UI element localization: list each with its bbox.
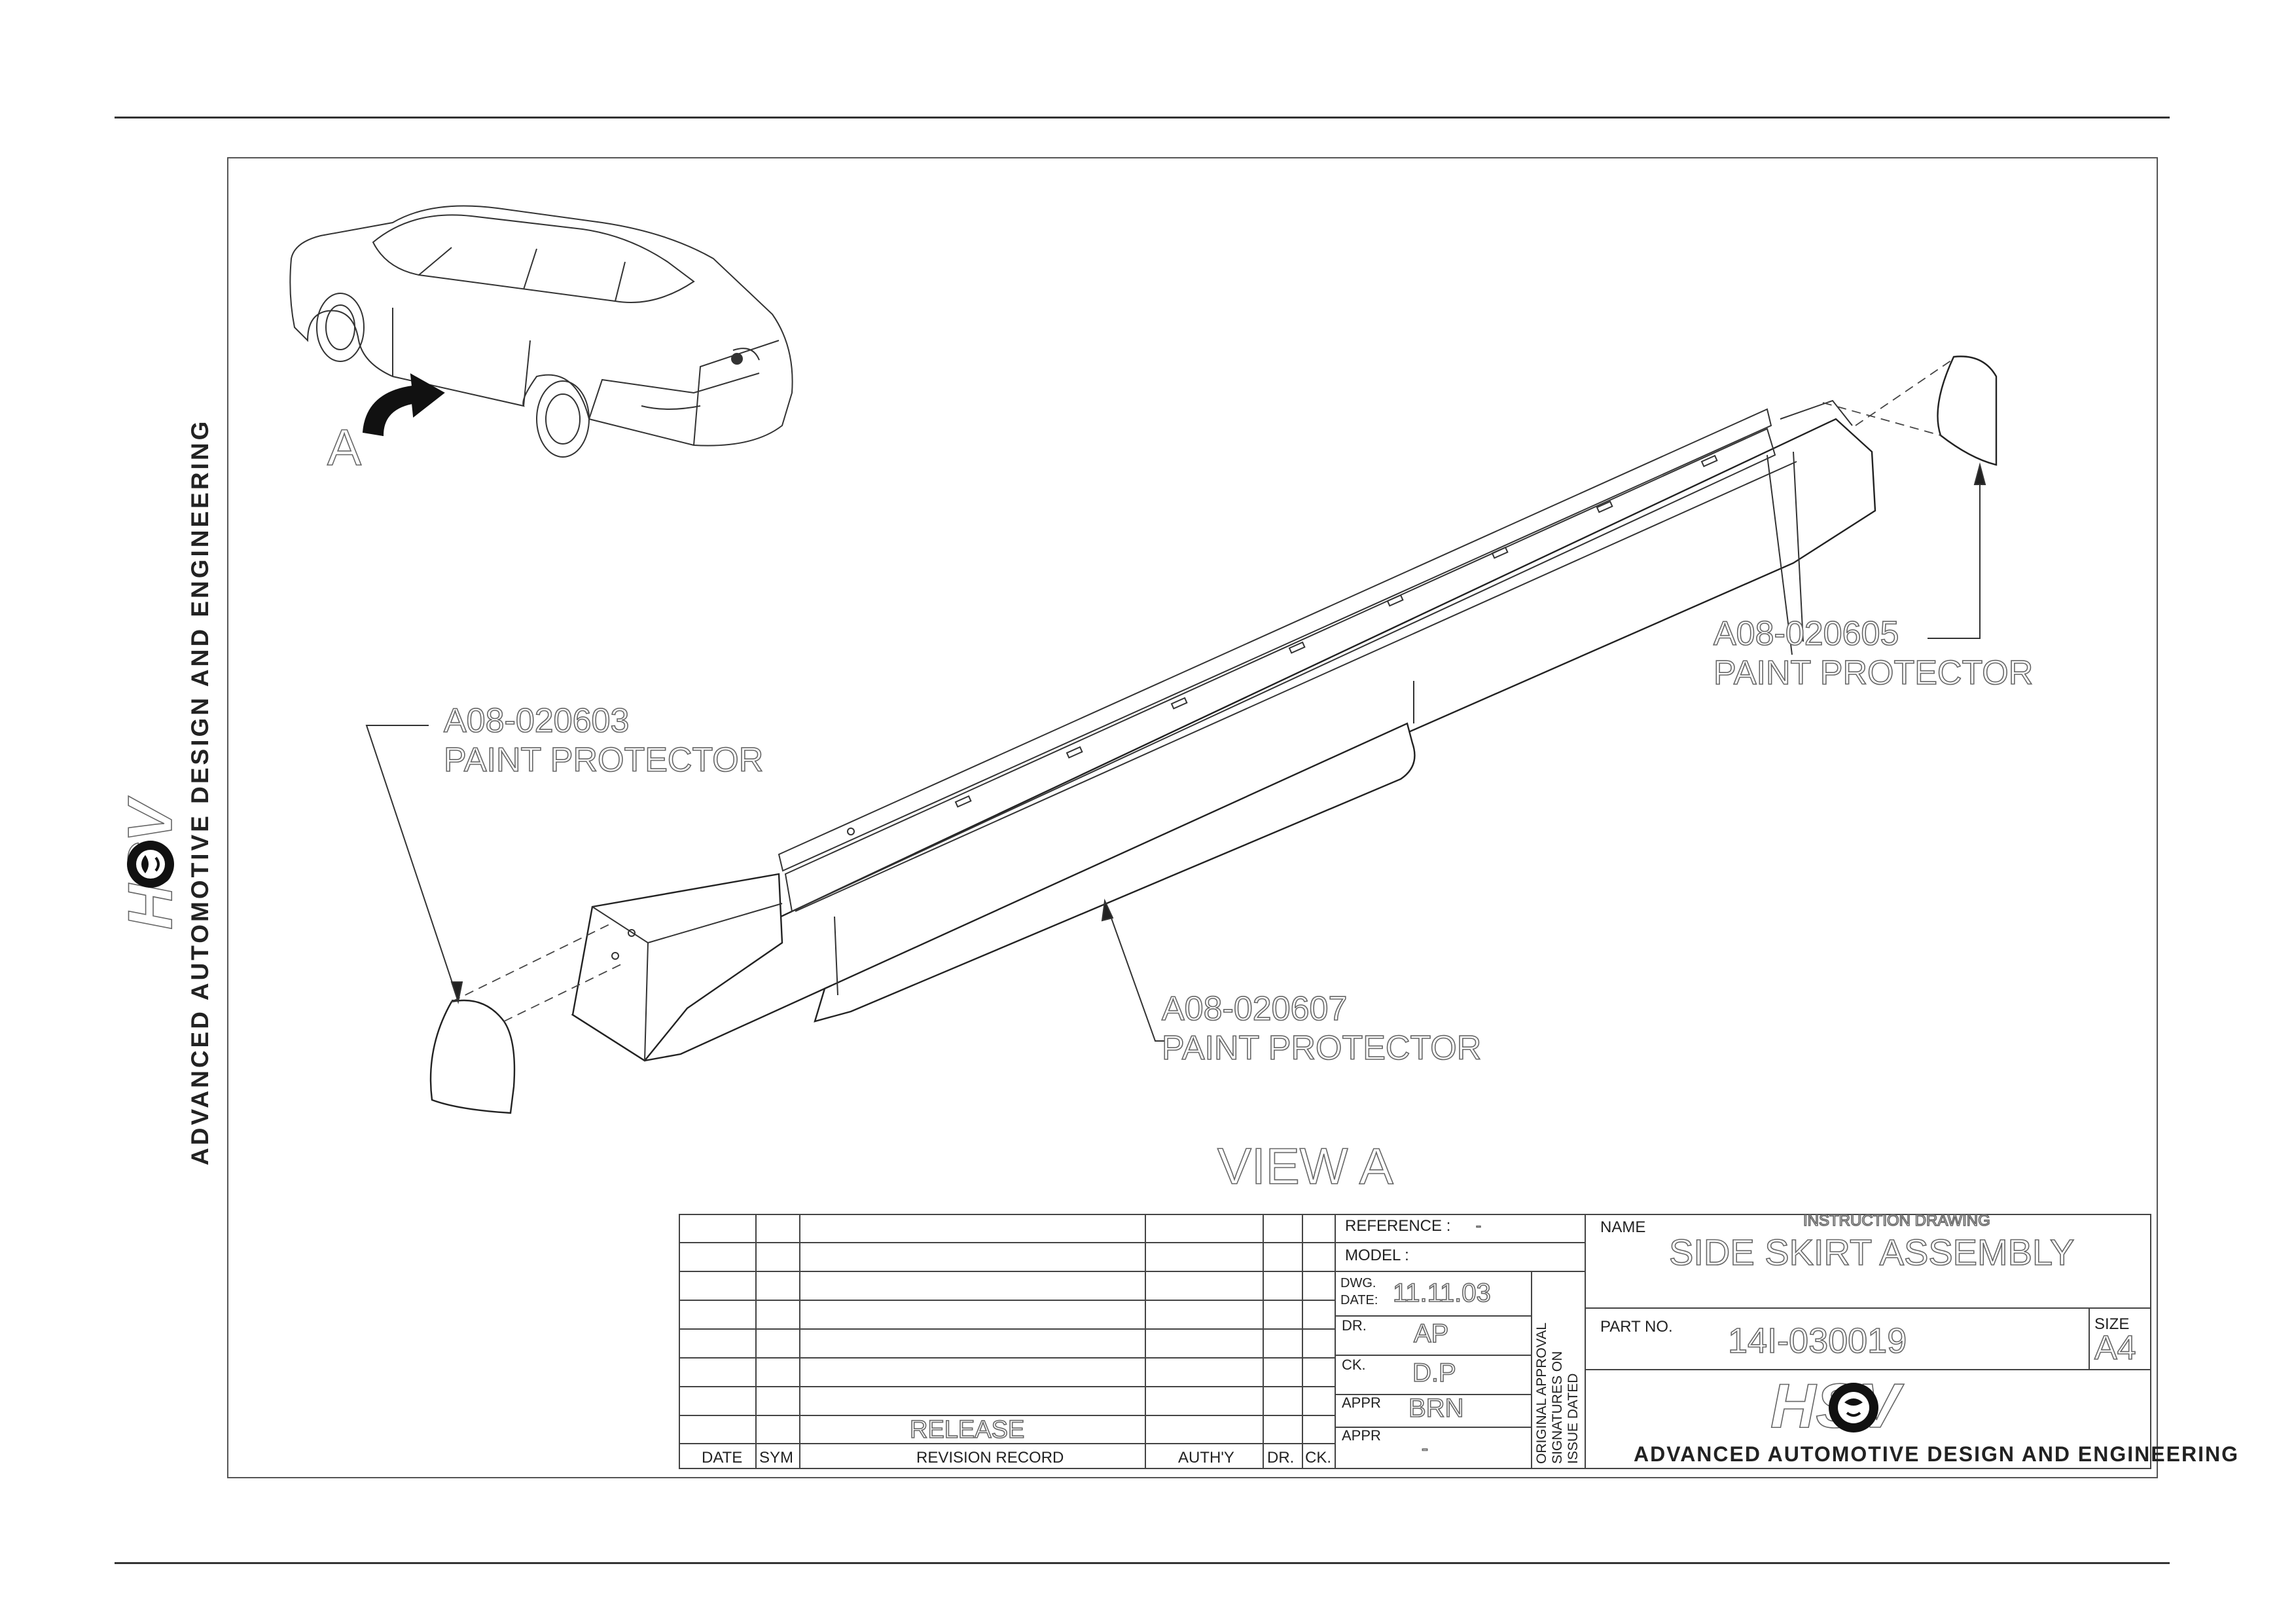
- dwg-date-value: 11.11.03: [1393, 1279, 1491, 1307]
- appr2-value: -: [1422, 1438, 1428, 1459]
- col-date: DATE: [702, 1449, 742, 1467]
- front-protector-desc: PAINT PROTECTOR: [444, 741, 763, 779]
- reference-value: -: [1476, 1217, 1481, 1235]
- col-revision-record: REVISION RECORD: [916, 1449, 1064, 1467]
- title-hsv-logo: HSV: [1770, 1370, 1905, 1442]
- col-dr: DR.: [1267, 1449, 1294, 1467]
- leader-lines: [365, 462, 1986, 1042]
- part-no-label: PART NO.: [1600, 1318, 1673, 1336]
- appr2-label: APPR: [1342, 1427, 1381, 1444]
- rear-protector-part-no: A08-020605: [1713, 615, 1899, 653]
- part-no-value: 14I-030019: [1728, 1321, 1907, 1360]
- skirt-protector-desc: PAINT PROTECTOR: [1162, 1029, 1481, 1067]
- dr-label: DR.: [1342, 1317, 1367, 1334]
- skirt-protector-part-no: A08-020607: [1162, 990, 1347, 1028]
- view-letter: A: [327, 418, 361, 476]
- bottom-rule: [115, 1562, 2170, 1564]
- view-arrow: [362, 373, 445, 437]
- dr-value: AP: [1414, 1319, 1448, 1348]
- title-company-name: ADVANCED AUTOMOTIVE DESIGN AND ENGINEERI…: [1634, 1442, 2239, 1466]
- approval-note-2: SIGNATURES ON: [1550, 1351, 1565, 1464]
- approval-note-3: ISSUE DATED: [1566, 1374, 1581, 1464]
- appr1-label: APPR: [1342, 1395, 1381, 1411]
- drawing-name: SIDE SKIRT ASSEMBLY: [1669, 1231, 2074, 1273]
- approval-note-1: ORIGINAL APPROVAL: [1534, 1322, 1549, 1464]
- ck-label: CK.: [1342, 1357, 1366, 1373]
- ck-value: D.P: [1412, 1359, 1456, 1387]
- top-rule: [115, 117, 2170, 119]
- dwg-date-label-2: DATE:: [1340, 1293, 1378, 1307]
- col-ck: CK.: [1305, 1449, 1331, 1467]
- name-label: NAME: [1600, 1218, 1645, 1236]
- car-illustration: [289, 205, 793, 458]
- callout-front-protector: A08-020603 PAINT PROTECTOR: [443, 701, 764, 780]
- callout-skirt-protector: A08-020607 PAINT PROTECTOR: [1161, 989, 1482, 1068]
- side-branding: ADVANCED AUTOMOTIVE DESIGN AND ENGINEERI…: [187, 419, 213, 1165]
- rear-paint-protector-part: [1822, 356, 1998, 466]
- reference-label: REFERENCE :: [1345, 1217, 1450, 1235]
- callout-rear-protector: A08-020605 PAINT PROTECTOR: [1713, 614, 2034, 693]
- view-title: VIEW A: [1217, 1137, 1393, 1195]
- front-wheel: [316, 293, 365, 362]
- dwg-date-label-1: DWG.: [1340, 1276, 1376, 1290]
- mounting-slots: [847, 454, 1718, 835]
- drawing-frame: [227, 157, 2158, 1478]
- col-authy: AUTH'Y: [1178, 1449, 1234, 1467]
- release-label: RELEASE: [910, 1416, 1024, 1444]
- title-block-info: REFERENCE : - MODEL : DWG. DATE: 11.11.0…: [1335, 1214, 1586, 1468]
- front-paint-protector-part: [429, 922, 626, 1114]
- side-skirt-assembly: [571, 399, 1876, 1062]
- size-value: A4: [2094, 1329, 2136, 1367]
- appr1-value: BRN: [1408, 1394, 1463, 1423]
- side-hsv-logo: HSV: [115, 795, 186, 930]
- side-company-name: ADVANCED AUTOMOTIVE DESIGN AND ENGINEERI…: [187, 419, 213, 1165]
- rear-wheel: [536, 380, 590, 458]
- model-label: MODEL :: [1345, 1247, 1409, 1264]
- revision-block: RELEASE DATE SYM REVISION RECORD AUTH'Y …: [679, 1214, 2151, 1469]
- title-block-main: NAME INSTRUCTION DRAWING SIDE SKIRT ASSE…: [1585, 1211, 2239, 1466]
- front-protector-part-no: A08-020603: [444, 702, 629, 740]
- drawing-type: INSTRUCTION DRAWING: [1803, 1212, 1990, 1230]
- col-sym: SYM: [759, 1449, 793, 1467]
- size-label: SIZE: [2094, 1315, 2129, 1333]
- rear-protector-desc: PAINT PROTECTOR: [1713, 654, 2033, 692]
